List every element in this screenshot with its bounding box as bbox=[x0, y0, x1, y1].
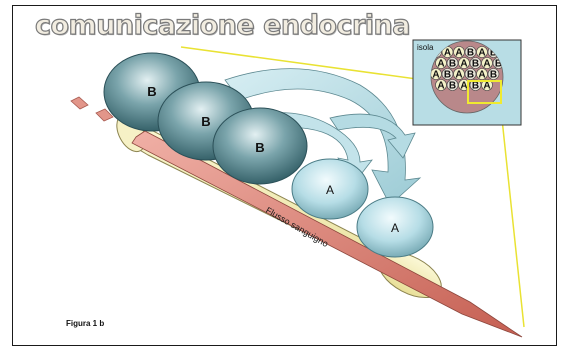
inset-cell-label: A bbox=[455, 48, 462, 59]
inset-cell-label: A bbox=[483, 59, 490, 70]
inset-cell-label: A bbox=[483, 81, 490, 92]
inset-cell-label: B bbox=[449, 59, 456, 70]
inset-cell-label: A bbox=[444, 48, 451, 59]
inset-cell-label: B bbox=[449, 81, 456, 92]
inset-cell-label: B bbox=[467, 70, 474, 81]
page-title: comunicazione endocrina bbox=[35, 12, 410, 39]
cell-label: B bbox=[201, 114, 210, 129]
cell-a-2: A bbox=[357, 197, 433, 257]
inset-cell-label: A bbox=[437, 59, 444, 70]
cell-label: B bbox=[255, 140, 264, 155]
cell-a-1: A bbox=[292, 159, 368, 219]
inset-cell-label: A bbox=[460, 81, 467, 92]
cell-label: A bbox=[391, 221, 399, 235]
cell-label: A bbox=[326, 183, 334, 197]
figure-caption: Figura 1 b bbox=[66, 319, 104, 328]
inset-cell-label: B bbox=[472, 81, 479, 92]
inset-cell-label: A bbox=[432, 70, 439, 81]
inset-cell-label: B bbox=[490, 70, 497, 81]
inset-cell-label: A bbox=[460, 59, 467, 70]
inset-cell-label: A bbox=[437, 81, 444, 92]
inset-cell-label: B bbox=[467, 48, 474, 59]
inset-cell-label: A bbox=[455, 70, 462, 81]
islet-inset: isola BAABABABABABABABABABABA bbox=[413, 40, 521, 125]
cell-b-3: B bbox=[213, 108, 307, 184]
inset-cell-label: B bbox=[444, 70, 451, 81]
inset-cell-label: B bbox=[472, 59, 479, 70]
inset-cell-label: A bbox=[478, 48, 485, 59]
inset-title: isola bbox=[417, 43, 434, 52]
cell-label: B bbox=[147, 84, 156, 99]
inset-cell-label: A bbox=[478, 70, 485, 81]
